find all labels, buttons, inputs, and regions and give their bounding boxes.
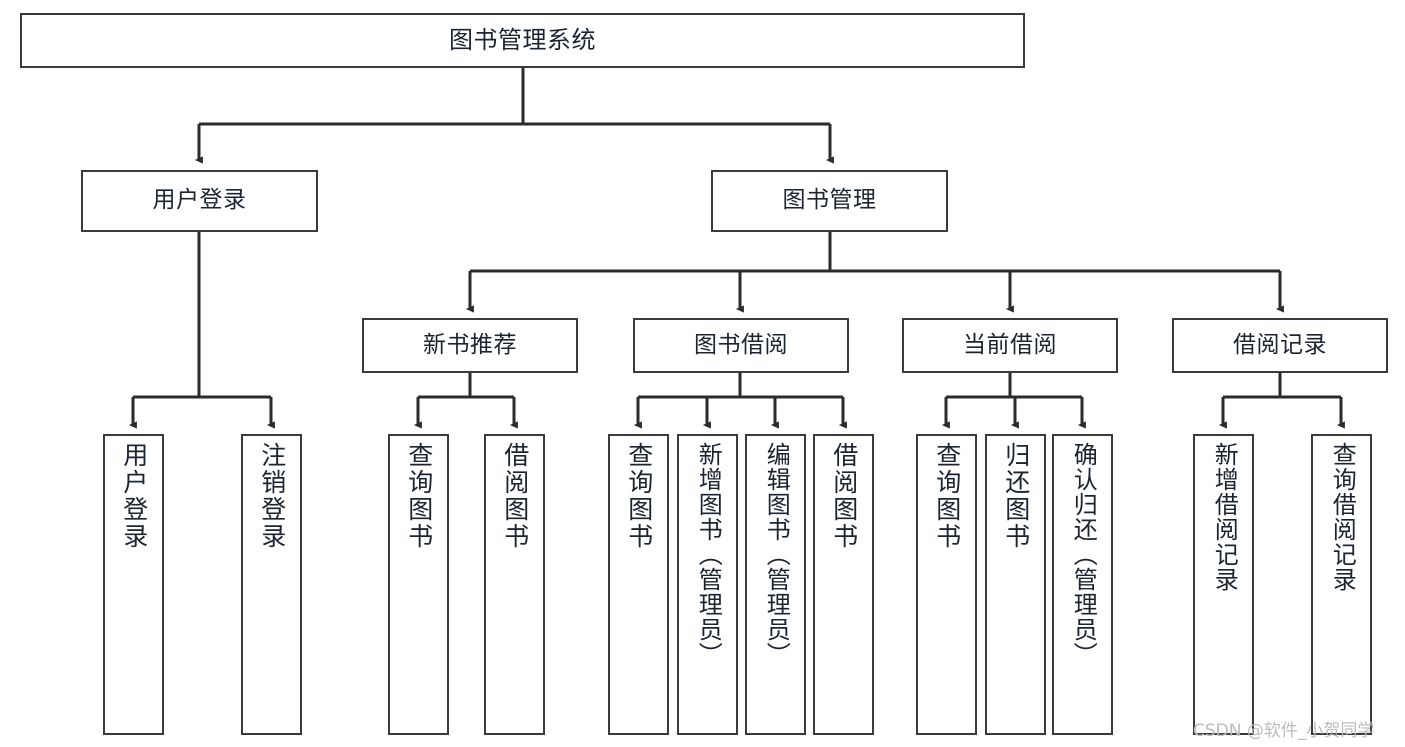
node-book-borrow[interactable]: 图书借阅 xyxy=(633,318,849,373)
node-label: 用户登录 xyxy=(152,187,247,214)
node-leaf-logout-login[interactable]: 注销登录 xyxy=(241,434,302,735)
node-leaf-borrow-book-recommend[interactable]: 借阅图书 xyxy=(484,434,545,735)
node-leaf-add-book-admin[interactable]: 新增图书（管理员） xyxy=(677,434,738,735)
node-label: 归还图书 xyxy=(1001,442,1031,550)
node-label: 借阅图书 xyxy=(500,442,530,550)
node-leaf-query-book-recommend[interactable]: 查询图书 xyxy=(388,434,449,735)
node-new-book-recommend[interactable]: 新书推荐 xyxy=(362,318,578,373)
node-leaf-query-borrow-record[interactable]: 查询借阅记录 xyxy=(1311,434,1372,735)
node-leaf-query-book-borrow[interactable]: 查询图书 xyxy=(608,434,669,735)
node-label: 新书推荐 xyxy=(423,331,517,358)
node-label: 查询图书 xyxy=(624,442,654,550)
node-label: 当前借阅 xyxy=(963,331,1057,358)
node-label: 编辑图书（管理员） xyxy=(762,442,791,667)
node-label: 用户登录 xyxy=(119,442,149,550)
node-leaf-add-borrow-record[interactable]: 新增借阅记录 xyxy=(1193,434,1254,735)
node-label: 图书管理 xyxy=(782,187,877,214)
node-label: 图书借阅 xyxy=(694,331,788,358)
node-leaf-borrow-book-borrow[interactable]: 借阅图书 xyxy=(813,434,874,735)
node-leaf-query-book-current[interactable]: 查询图书 xyxy=(916,434,977,735)
watermark-text: CSDN @软件_小贺同学 xyxy=(1193,721,1375,741)
node-label: 借阅记录 xyxy=(1233,331,1327,358)
node-borrow-record[interactable]: 借阅记录 xyxy=(1172,318,1388,373)
node-user-login[interactable]: 用户登录 xyxy=(81,170,318,232)
node-label: 新增图书（管理员） xyxy=(694,442,723,667)
node-label: 借阅图书 xyxy=(829,442,859,550)
node-label: 查询图书 xyxy=(932,442,962,550)
node-label: 确认归还（管理员） xyxy=(1069,442,1098,667)
node-label: 注销登录 xyxy=(257,442,287,550)
node-leaf-return-book[interactable]: 归还图书 xyxy=(985,434,1046,735)
node-current-borrow[interactable]: 当前借阅 xyxy=(902,318,1118,373)
node-label: 新增借阅记录 xyxy=(1210,442,1239,592)
node-book-management[interactable]: 图书管理 xyxy=(711,170,948,232)
node-label: 查询图书 xyxy=(404,442,434,550)
node-root-system[interactable]: 图书管理系统 xyxy=(20,13,1025,68)
node-label: 查询借阅记录 xyxy=(1328,442,1357,592)
node-leaf-user-login[interactable]: 用户登录 xyxy=(103,434,164,735)
node-leaf-edit-book-admin[interactable]: 编辑图书（管理员） xyxy=(745,434,806,735)
node-label: 图书管理系统 xyxy=(449,26,596,55)
node-leaf-confirm-return-admin[interactable]: 确认归还（管理员） xyxy=(1052,434,1113,735)
